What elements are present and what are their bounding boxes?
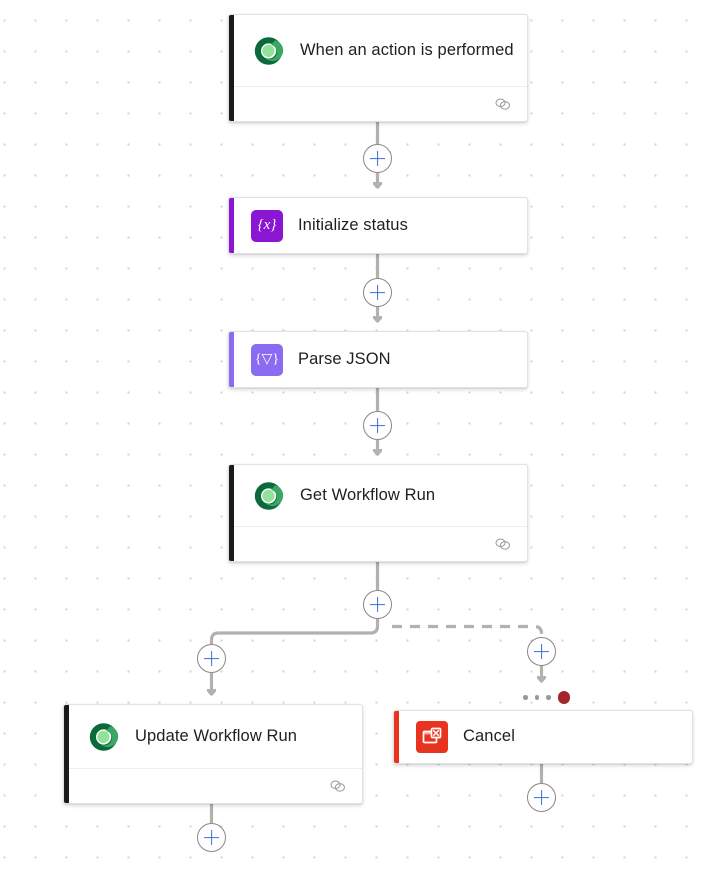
node-header: Get Workflow Run — [229, 465, 527, 526]
node-header: When an action is performed — [229, 15, 527, 86]
add-before-update-workflow-run-button[interactable] — [197, 644, 226, 673]
status-dot — [546, 695, 551, 700]
dataverse-icon — [251, 34, 285, 68]
node-accent-bar — [64, 705, 69, 803]
parse-json-icon: {▽} — [251, 343, 283, 376]
node-accent-bar — [394, 711, 399, 763]
variable-icon: {x} — [251, 209, 283, 242]
node-footer — [229, 86, 527, 121]
add-after-parse-json-button[interactable] — [363, 411, 392, 440]
node-accent-bar — [229, 332, 234, 387]
add-after-initialize-status-button[interactable] — [363, 278, 392, 307]
node-title: Parse JSON — [298, 349, 391, 368]
node-title: When an action is performed — [300, 40, 514, 59]
node-header: {x} Initialize status — [229, 198, 527, 253]
node-header: Update Workflow Run — [64, 705, 362, 768]
add-after-get-workflow-run-button[interactable] — [363, 590, 392, 619]
node-parse-json[interactable]: {▽} Parse JSON — [228, 331, 528, 388]
node-footer — [229, 526, 527, 561]
node-initialize-status[interactable]: {x} Initialize status — [228, 197, 528, 254]
node-title: Update Workflow Run — [135, 726, 298, 745]
node-title: Initialize status — [298, 215, 408, 234]
node-cancel[interactable]: Cancel — [393, 710, 693, 764]
add-after-cancel-button[interactable] — [527, 783, 556, 812]
add-before-cancel-button[interactable] — [527, 637, 556, 666]
node-header: Cancel — [394, 711, 692, 763]
cancel-icon — [416, 721, 448, 753]
status-dot — [523, 695, 528, 700]
status-dot — [534, 695, 539, 700]
node-footer — [64, 768, 362, 803]
node-accent-bar — [229, 15, 234, 121]
node-get-workflow-run[interactable]: Get Workflow Run — [228, 464, 528, 562]
node-accent-bar — [229, 465, 234, 561]
parse-json-icon-glyph: {▽} — [251, 343, 283, 376]
add-after-trigger-button[interactable] — [363, 144, 392, 173]
node-title: Cancel — [463, 727, 515, 746]
cancel-run-after-status[interactable] — [523, 691, 570, 704]
cancel-icon-tile — [416, 721, 448, 753]
link-icon[interactable] — [493, 97, 513, 111]
node-accent-bar — [229, 198, 234, 253]
link-icon[interactable] — [328, 779, 348, 793]
node-when-an-action-is-performed[interactable]: When an action is performed — [228, 14, 528, 122]
status-failed-dot — [557, 691, 570, 704]
dataverse-icon — [86, 720, 120, 754]
link-icon[interactable] — [493, 537, 513, 551]
variable-icon-glyph: {x} — [251, 209, 283, 242]
node-title: Get Workflow Run — [300, 485, 436, 504]
node-header: {▽} Parse JSON — [229, 332, 527, 387]
dataverse-icon — [251, 479, 285, 513]
add-after-update-workflow-run-button[interactable] — [197, 823, 226, 852]
node-update-workflow-run[interactable]: Update Workflow Run — [63, 704, 363, 804]
